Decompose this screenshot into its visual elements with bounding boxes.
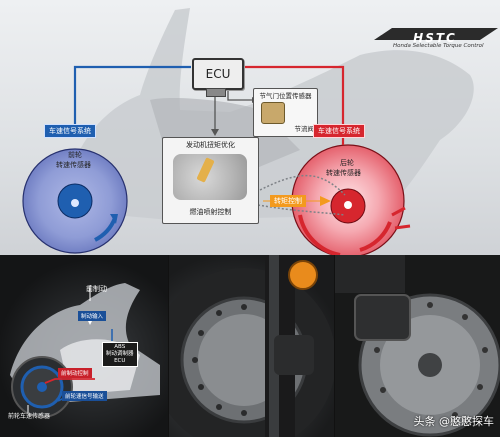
rear-sensor-label-line2: 转速传感器 (326, 169, 361, 177)
abs-ecu-label: ECU (114, 358, 126, 364)
watermark: 头条 @憨憨探车 (414, 413, 495, 429)
abs-modulator-ecu-box: ABS 制动调制器 ECU (102, 342, 138, 367)
abs-scooter-illustration (10, 283, 160, 418)
watermark-prefix: 头条 (413, 415, 436, 428)
photo-strip: 前制动 制动输入 ABS 制动调制器 ECU 前制动控制 前轮速信号输送 前轮车… (0, 255, 500, 437)
engine-torque-box: 发动机扭矩优化 燃油喷射控制 (162, 137, 259, 224)
rear-disc-illustration (335, 255, 500, 437)
front-sensor-label-line2: 转速传感器 (56, 161, 91, 169)
ecu-label: ECU (205, 67, 231, 81)
abs-label: ABS (114, 344, 126, 350)
throttle-sensor-title: 节气门位置传感器 (259, 92, 312, 100)
brake-input-tag: 制动输入 (78, 311, 107, 321)
hstc-system-diagram: HSTC Honda Selectable Torque Control ECU… (0, 0, 500, 255)
hstc-logo-subtitle: Honda Selectable Torque Control (393, 43, 484, 49)
torque-control-tag: 转矩控制 (270, 195, 306, 207)
rear-disc-brake-photo: 头条 @憨憨探车 (335, 255, 500, 437)
abs-modulator-label: 制动调制器 (106, 351, 134, 357)
throttle-valve-label: 节流阀 (294, 125, 315, 133)
throttle-sensor-icon (261, 102, 285, 124)
watermark-handle: @憨憨探车 (439, 415, 494, 428)
front-wheel-sensor-label: 前轮车速传感器 (8, 413, 51, 420)
abs-scooter-panel: 前制动 制动输入 ABS 制动调制器 ECU 前制动控制 前轮速信号输送 前轮车… (0, 255, 168, 437)
front-speed-signal-tag: 车速信号系统 (44, 124, 96, 138)
front-disc-illustration (169, 255, 334, 437)
front-sensor-label-line1: 前轮 (68, 151, 82, 159)
front-brake-label: 前制动 (86, 285, 107, 293)
rear-speed-signal-tag: 车速信号系统 (313, 124, 365, 138)
ecu-box: ECU (192, 58, 244, 90)
fuel-injector-icon (196, 157, 215, 183)
front-wheel-speed-output-tag: 前轮速信号输送 (62, 391, 107, 401)
throttle-sensor-box: 节气门位置传感器 节流阀 (253, 88, 318, 137)
hstc-logo-mark: HSTC (413, 31, 457, 45)
fuel-injection-label: 燃油喷射控制 (189, 208, 232, 216)
engine-torque-title: 发动机扭矩优化 (186, 141, 235, 149)
front-brake-control-tag: 前制动控制 (58, 368, 92, 378)
hstc-logo: HSTC (380, 27, 490, 46)
ecu-connector (206, 88, 226, 97)
rear-sensor-label-line1: 后轮 (340, 159, 354, 167)
front-disc-brake-photo (169, 255, 334, 437)
engine-icon (173, 154, 247, 200)
